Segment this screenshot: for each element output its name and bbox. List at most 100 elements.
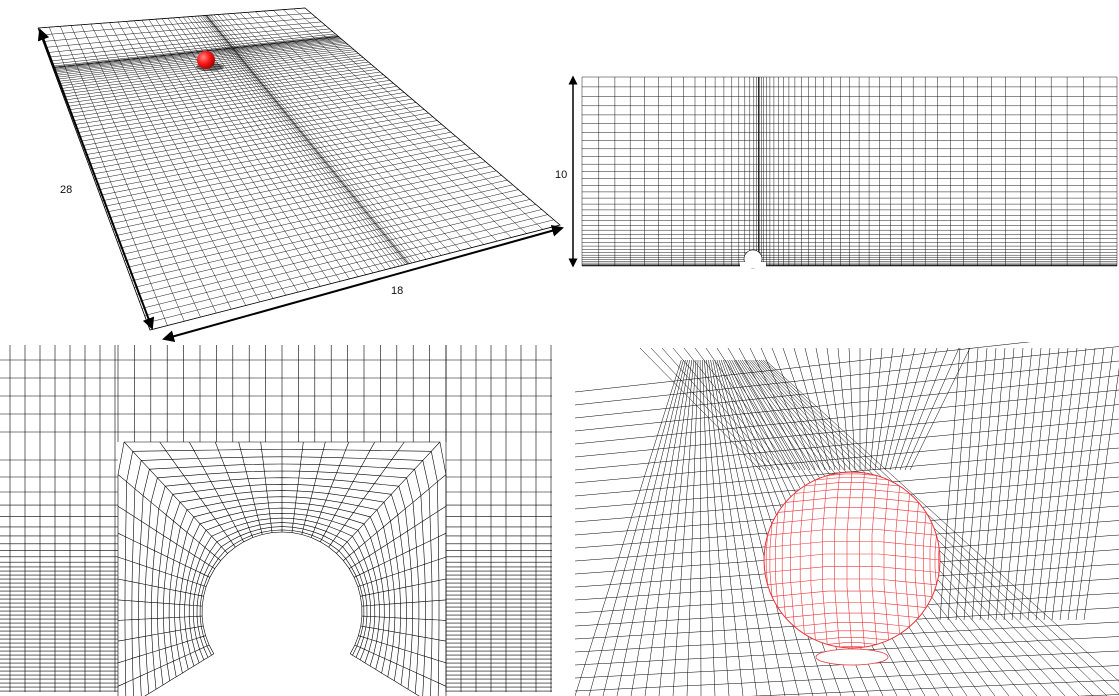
mesh-line bbox=[102, 131, 451, 202]
sphere-mesh-line bbox=[767, 578, 937, 586]
mesh-line bbox=[963, 347, 988, 621]
mesh-line bbox=[189, 441, 244, 542]
mesh-line bbox=[202, 15, 403, 266]
mesh-line bbox=[575, 418, 1119, 471]
mesh-line bbox=[699, 359, 702, 696]
mesh-line bbox=[75, 80, 391, 129]
mesh-line bbox=[163, 490, 401, 681]
sphere-mesh-line bbox=[765, 535, 768, 585]
mesh-line bbox=[771, 347, 821, 471]
mesh-line bbox=[210, 14, 416, 263]
mesh-line bbox=[148, 19, 321, 287]
mesh-line bbox=[869, 347, 883, 471]
mesh-line bbox=[694, 347, 786, 471]
mesh-line bbox=[206, 15, 410, 264]
mesh-line bbox=[1035, 347, 1069, 621]
mesh-line bbox=[92, 112, 429, 175]
mesh-line bbox=[123, 441, 228, 554]
mesh-line bbox=[947, 347, 970, 621]
sphere-mesh-line bbox=[914, 502, 919, 618]
mesh-line bbox=[879, 347, 905, 471]
mesh-line bbox=[115, 157, 481, 237]
mesh-line bbox=[124, 175, 502, 262]
mesh-line bbox=[909, 347, 971, 471]
mesh-line bbox=[124, 449, 440, 696]
mesh-line bbox=[738, 347, 806, 471]
mesh-line bbox=[199, 529, 365, 656]
mesh-line bbox=[644, 359, 693, 696]
mesh-line bbox=[336, 441, 441, 554]
mesh-line bbox=[144, 214, 548, 316]
mesh-line bbox=[157, 483, 407, 686]
mesh-line bbox=[765, 359, 1119, 682]
mesh-line bbox=[131, 456, 433, 696]
sphere-mesh-line bbox=[827, 642, 877, 645]
sphere-mesh-line bbox=[785, 612, 919, 618]
sphere-mesh-line bbox=[810, 479, 816, 641]
sphere-mesh-line bbox=[883, 479, 889, 641]
mesh-line bbox=[112, 152, 476, 230]
sphere-mesh-line bbox=[934, 535, 937, 585]
mesh-line bbox=[238, 441, 263, 535]
mesh-line bbox=[184, 512, 380, 667]
mesh-line bbox=[205, 15, 409, 265]
mesh-line bbox=[354, 644, 447, 687]
mesh-line bbox=[683, 347, 781, 471]
mesh-line bbox=[129, 184, 513, 275]
mesh-line bbox=[205, 15, 408, 265]
sphere-mesh-line bbox=[774, 512, 779, 608]
mesh-line bbox=[575, 360, 1119, 419]
mesh-line bbox=[904, 347, 960, 471]
mesh-line bbox=[1043, 347, 1078, 621]
mesh-line bbox=[301, 441, 326, 535]
mesh-line bbox=[138, 463, 426, 696]
mesh-line bbox=[714, 359, 800, 696]
mesh-line bbox=[727, 347, 801, 471]
sphere-mesh-line bbox=[938, 547, 940, 573]
mesh-line bbox=[749, 347, 811, 471]
mesh-line bbox=[117, 625, 204, 642]
mesh-line bbox=[1011, 347, 1042, 621]
mesh-line bbox=[233, 13, 451, 254]
sphere-mesh-line bbox=[922, 512, 927, 608]
mesh-line bbox=[702, 359, 716, 696]
mesh-line bbox=[88, 105, 421, 165]
mesh-line bbox=[247, 12, 472, 248]
sphere-mesh-line bbox=[815, 477, 889, 481]
sphere-mesh-line bbox=[859, 472, 865, 648]
width-dimension-arrow bbox=[162, 224, 564, 343]
sphere-pedestal bbox=[815, 648, 889, 666]
mesh-line bbox=[109, 22, 260, 303]
mesh-line bbox=[971, 347, 997, 621]
mesh-line bbox=[588, 359, 684, 696]
mesh-line bbox=[222, 14, 434, 258]
sphere-mesh-line bbox=[895, 485, 900, 635]
mesh-line bbox=[1067, 347, 1105, 621]
mesh-line bbox=[705, 347, 791, 471]
mesh-line bbox=[686, 359, 699, 696]
mesh-line bbox=[200, 15, 400, 267]
mesh-line bbox=[979, 347, 1006, 621]
mesh-line bbox=[179, 507, 385, 670]
mesh-line bbox=[712, 359, 786, 696]
mesh-line bbox=[194, 16, 391, 269]
sphere-mesh-line bbox=[871, 475, 878, 645]
mesh-line bbox=[144, 470, 420, 694]
sphere-mesh-line bbox=[777, 507, 927, 513]
sphere-mesh-line bbox=[799, 485, 805, 635]
mesh-line bbox=[899, 347, 949, 471]
closeup-3d-mesh-panel bbox=[575, 342, 1119, 696]
mesh-line bbox=[889, 347, 927, 471]
sphere-mesh-line bbox=[781, 502, 786, 618]
mesh-line bbox=[97, 124, 442, 191]
sphere-mesh-line bbox=[764, 566, 940, 573]
mesh-line bbox=[762, 359, 1119, 695]
mesh-line bbox=[117, 441, 447, 696]
sphere-mesh-line bbox=[815, 637, 889, 641]
mesh-line bbox=[227, 13, 442, 256]
sphere-mesh-line bbox=[771, 590, 933, 597]
mesh-line bbox=[650, 347, 766, 471]
sphere bbox=[197, 51, 215, 69]
mesh-line bbox=[126, 179, 508, 268]
